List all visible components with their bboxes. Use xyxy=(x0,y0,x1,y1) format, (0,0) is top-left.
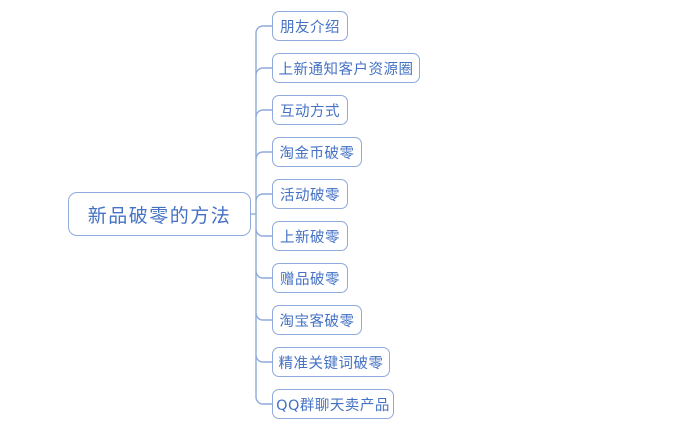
branch-node-label: 精准关键词破零 xyxy=(278,355,384,372)
branch-node-label: 互动方式 xyxy=(280,103,340,120)
branch-node[interactable]: 上新破零 xyxy=(272,221,348,251)
branch-node[interactable]: 上新通知客户资源圈 xyxy=(272,53,420,83)
branch-node[interactable]: QQ群聊天卖产品 xyxy=(272,389,394,419)
branch-node[interactable]: 精准关键词破零 xyxy=(272,347,390,377)
branch-connector xyxy=(255,193,272,202)
root-node-label: 新品破零的方法 xyxy=(87,204,232,227)
root-node[interactable]: 新品破零的方法 xyxy=(68,192,251,236)
branch-node[interactable]: 活动破零 xyxy=(272,179,348,209)
branch-connector xyxy=(255,396,272,405)
branch-connector xyxy=(255,25,272,34)
branch-node[interactable]: 赠品破零 xyxy=(272,263,348,293)
branch-node-label: 赠品破零 xyxy=(280,271,340,288)
branch-node-label: 朋友介绍 xyxy=(280,19,340,36)
branch-node-label: 上新通知客户资源圈 xyxy=(278,61,414,78)
branch-connector xyxy=(255,354,272,363)
branch-node[interactable]: 淘金币破零 xyxy=(272,137,362,167)
branch-connector xyxy=(255,312,272,321)
branch-connector xyxy=(255,151,272,160)
branch-connector xyxy=(255,270,272,279)
branch-connector xyxy=(255,109,272,118)
branch-node-label: 淘金币破零 xyxy=(279,145,355,162)
branch-connector xyxy=(255,67,272,76)
branch-node[interactable]: 淘宝客破零 xyxy=(272,305,362,335)
branch-node-label: QQ群聊天卖产品 xyxy=(276,397,390,414)
branch-node-label: 上新破零 xyxy=(280,229,340,246)
branch-node[interactable]: 互动方式 xyxy=(272,95,348,125)
branch-node[interactable]: 朋友介绍 xyxy=(272,11,348,41)
branch-node-label: 活动破零 xyxy=(280,187,340,204)
branch-connector xyxy=(255,228,272,237)
branch-node-label: 淘宝客破零 xyxy=(279,313,355,330)
